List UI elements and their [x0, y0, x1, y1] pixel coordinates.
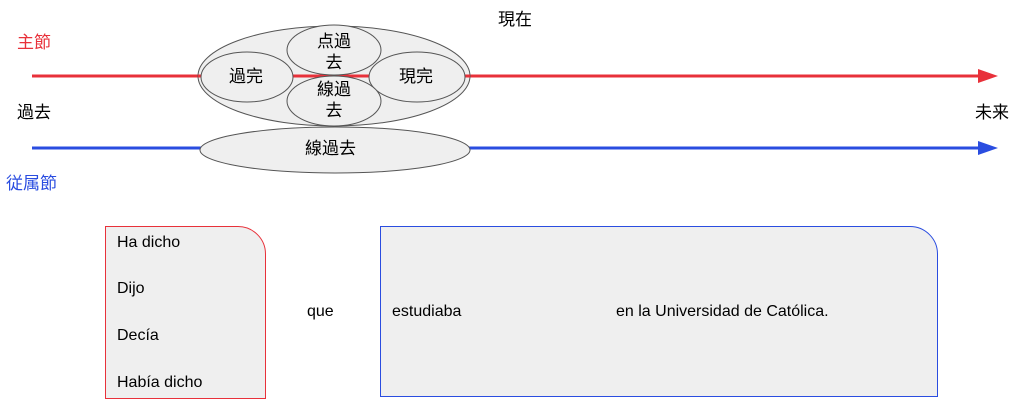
main-clause-label: 主節	[17, 33, 51, 53]
past-label: 過去	[17, 103, 51, 123]
main-verb-item: Ha dicho	[117, 234, 181, 251]
future-label: 未来	[975, 103, 1009, 123]
subordinate-imperfect-ellipse	[199, 126, 471, 174]
present-bubble	[368, 51, 466, 103]
subordinate-imperfect-label: 線過去	[305, 139, 356, 159]
subordinate-rest: en la Universidad de Católica.	[616, 303, 829, 320]
main-verb-item: Decía	[117, 327, 159, 344]
subordinate-arrowhead	[978, 141, 998, 155]
connector-que: que	[307, 303, 334, 320]
subordinate-verb: estudiaba	[392, 303, 462, 320]
main-verb-item: Había dicho	[117, 374, 203, 391]
preterite-bubble	[286, 24, 382, 76]
present-perfect-bubble	[200, 51, 294, 103]
main-verb-item: Dijo	[117, 280, 145, 297]
imperfect-bubble	[286, 75, 382, 127]
present-perfect-tense-label: 現完	[399, 67, 433, 87]
imperfect-label: 線過 去	[317, 80, 351, 121]
subordinate-clause-box: estudiaba en la Universidad de Católica.	[380, 226, 938, 397]
main-verbs-box: Ha dicho Dijo Decía Había dicho	[105, 226, 266, 399]
main-clause-arrowhead	[978, 69, 998, 83]
present-label: 現在	[498, 10, 532, 30]
subordinate-clause-label: 従属節	[6, 174, 57, 194]
present-perfect-label: 過完	[229, 67, 263, 87]
preterite-label: 点過 去	[317, 32, 351, 73]
